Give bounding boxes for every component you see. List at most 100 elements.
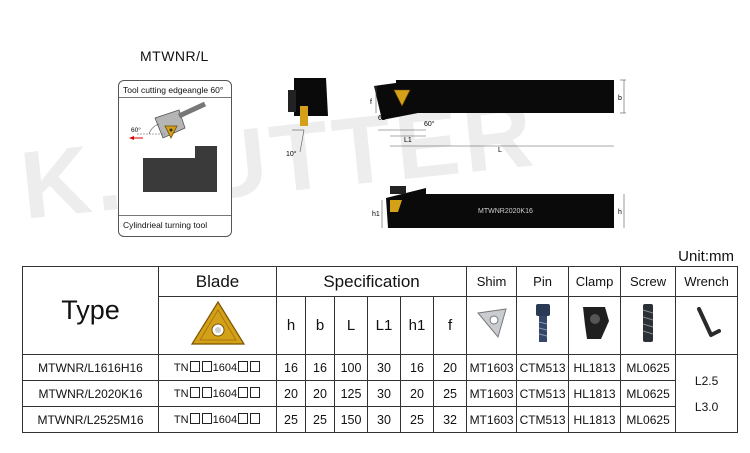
row-shim: MT1603 [466,354,518,381]
insert-triangle [164,125,178,139]
dim-b-label: b [618,95,622,102]
tool-technical-drawing: 10° 60° 60° b f L1 L MTWNR2020K16 h h1 [286,78,626,228]
row-spec-f: 25 [432,380,468,407]
specification-table: Type Blade Specification Shim Pin Clamp … [22,266,739,433]
wrench-size-1: L2.5 [694,373,719,388]
pin-icon [535,304,550,342]
row-spec-b: 25 [305,406,335,433]
row-clamp: HL1813 [568,406,622,433]
row-spec-l: 150 [334,406,368,433]
spec-col-h: h [276,296,306,355]
angle-right-label: 60° [424,120,435,128]
row-pin: CTM513 [516,380,570,407]
dim-l1-label: L1 [404,137,412,144]
row-spec-b: 20 [305,380,335,407]
row-screw: ML0625 [620,380,677,407]
schematic-angle-label: 60° [131,126,141,134]
row-spec-h: 25 [276,406,306,433]
front-view-shank [406,194,614,228]
row-type: MTWNR/L1616H16 [22,354,159,381]
schematic-divider-top [119,97,231,98]
row-spec-h1: 25 [400,406,434,433]
top-view-insert [393,89,411,107]
header-pin: Pin [516,266,570,297]
blade-image [158,296,277,355]
row-type: MTWNR/L2020K16 [22,380,159,407]
row-spec-f: 20 [432,354,468,381]
spec-col-f: f [432,296,468,355]
row-shim: MT1603 [466,380,518,407]
side-view-insert [300,106,308,126]
workpiece-step [195,146,217,158]
header-blade: Blade [158,266,277,297]
dim-l-label: L [498,147,502,154]
front-view-clamp [390,186,406,194]
insert-hole [169,128,173,132]
row-pin: CTM513 [516,354,570,381]
row-spec-l1: 30 [367,380,401,407]
screw-icon [642,304,654,342]
row-spec-l1: 30 [367,354,401,381]
clamp-icon [582,307,609,339]
header-wrench: Wrench [675,266,739,297]
side-angle-line-2 [299,129,305,153]
row-spec-h1: 20 [400,380,434,407]
dim-h1-label: h1 [372,211,380,218]
header-type: Type [22,266,159,355]
row-pin: CTM513 [516,406,570,433]
spec-col-b: b [305,296,335,355]
wrench-image [675,296,739,355]
unit-label: Unit:mm [678,248,734,265]
header-screw: Screw [620,266,677,297]
row-clamp: HL1813 [568,354,622,381]
row-spec-h: 16 [276,354,306,381]
cutting-schematic: Tool cutting edgeangle 60° 60° Cylindrie… [118,80,232,237]
row-spec-f: 32 [432,406,468,433]
row-spec-l1: 30 [367,406,401,433]
model-title: MTWNR/L [140,48,209,64]
angle-arc [148,123,160,135]
front-view-insert [390,200,402,212]
angle-left-label: 60° [378,114,389,122]
schematic-top-caption: Tool cutting edgeangle 60° [123,85,224,95]
schematic-bottom-caption: Cylindrieal turning tool [123,220,208,230]
angle-small-label: 10° [286,150,297,158]
shank-marking: MTWNR2020K16 [478,208,533,215]
row-type: MTWNR/L2525M16 [22,406,159,433]
row-spec-h: 20 [276,380,306,407]
spec-col-l: L [334,296,368,355]
feed-arrowhead [129,136,134,140]
front-view-head [386,188,426,228]
wrench-size-2: L3.0 [694,399,719,414]
shim-image [466,296,518,355]
side-view-holder [294,78,328,116]
shim-icon [476,308,507,339]
header-shim: Shim [466,266,518,297]
row-wrench: L2.5 L3.0 [675,354,739,433]
workpiece [143,158,217,192]
header-specification: Specification [275,266,468,297]
header-clamp: Clamp [568,266,622,297]
spec-col-h1: h1 [400,296,434,355]
row-shim: MT1603 [466,406,518,433]
wrench-icon [696,307,721,337]
top-view-head [374,80,418,120]
row-spec-h1: 16 [400,354,434,381]
dim-h-label: h [618,209,622,216]
row-screw: ML0625 [620,406,677,433]
row-spec-l: 125 [334,380,368,407]
screw-image [620,296,677,355]
dim-f-label: f [370,99,372,106]
schematic-divider-bottom [119,215,231,216]
top-view-shank [396,80,614,113]
insert-icon [190,300,245,345]
schematic-drawing: 60° [129,101,217,192]
pin-image [516,296,570,355]
row-spec-l: 100 [334,354,368,381]
